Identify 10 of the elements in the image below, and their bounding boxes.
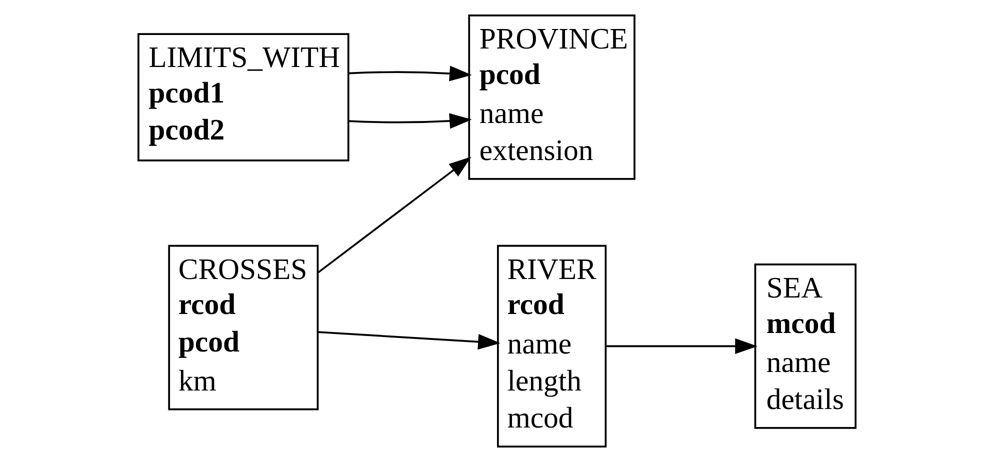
node-box: SEA mcod name details xyxy=(754,264,856,429)
node-box: PROVINCE pcod name extension xyxy=(468,14,636,180)
arrow xyxy=(348,66,472,82)
arrow xyxy=(318,156,472,274)
node-box: CROSSES rcod pcod km xyxy=(168,244,319,410)
node-box: RIVER rcod name length mcod xyxy=(497,244,607,448)
arrow xyxy=(318,331,500,350)
arrow xyxy=(348,113,472,129)
node-box: LIMITS_WITH pcod1 pcod2 xyxy=(138,33,350,162)
arrow xyxy=(606,338,758,354)
